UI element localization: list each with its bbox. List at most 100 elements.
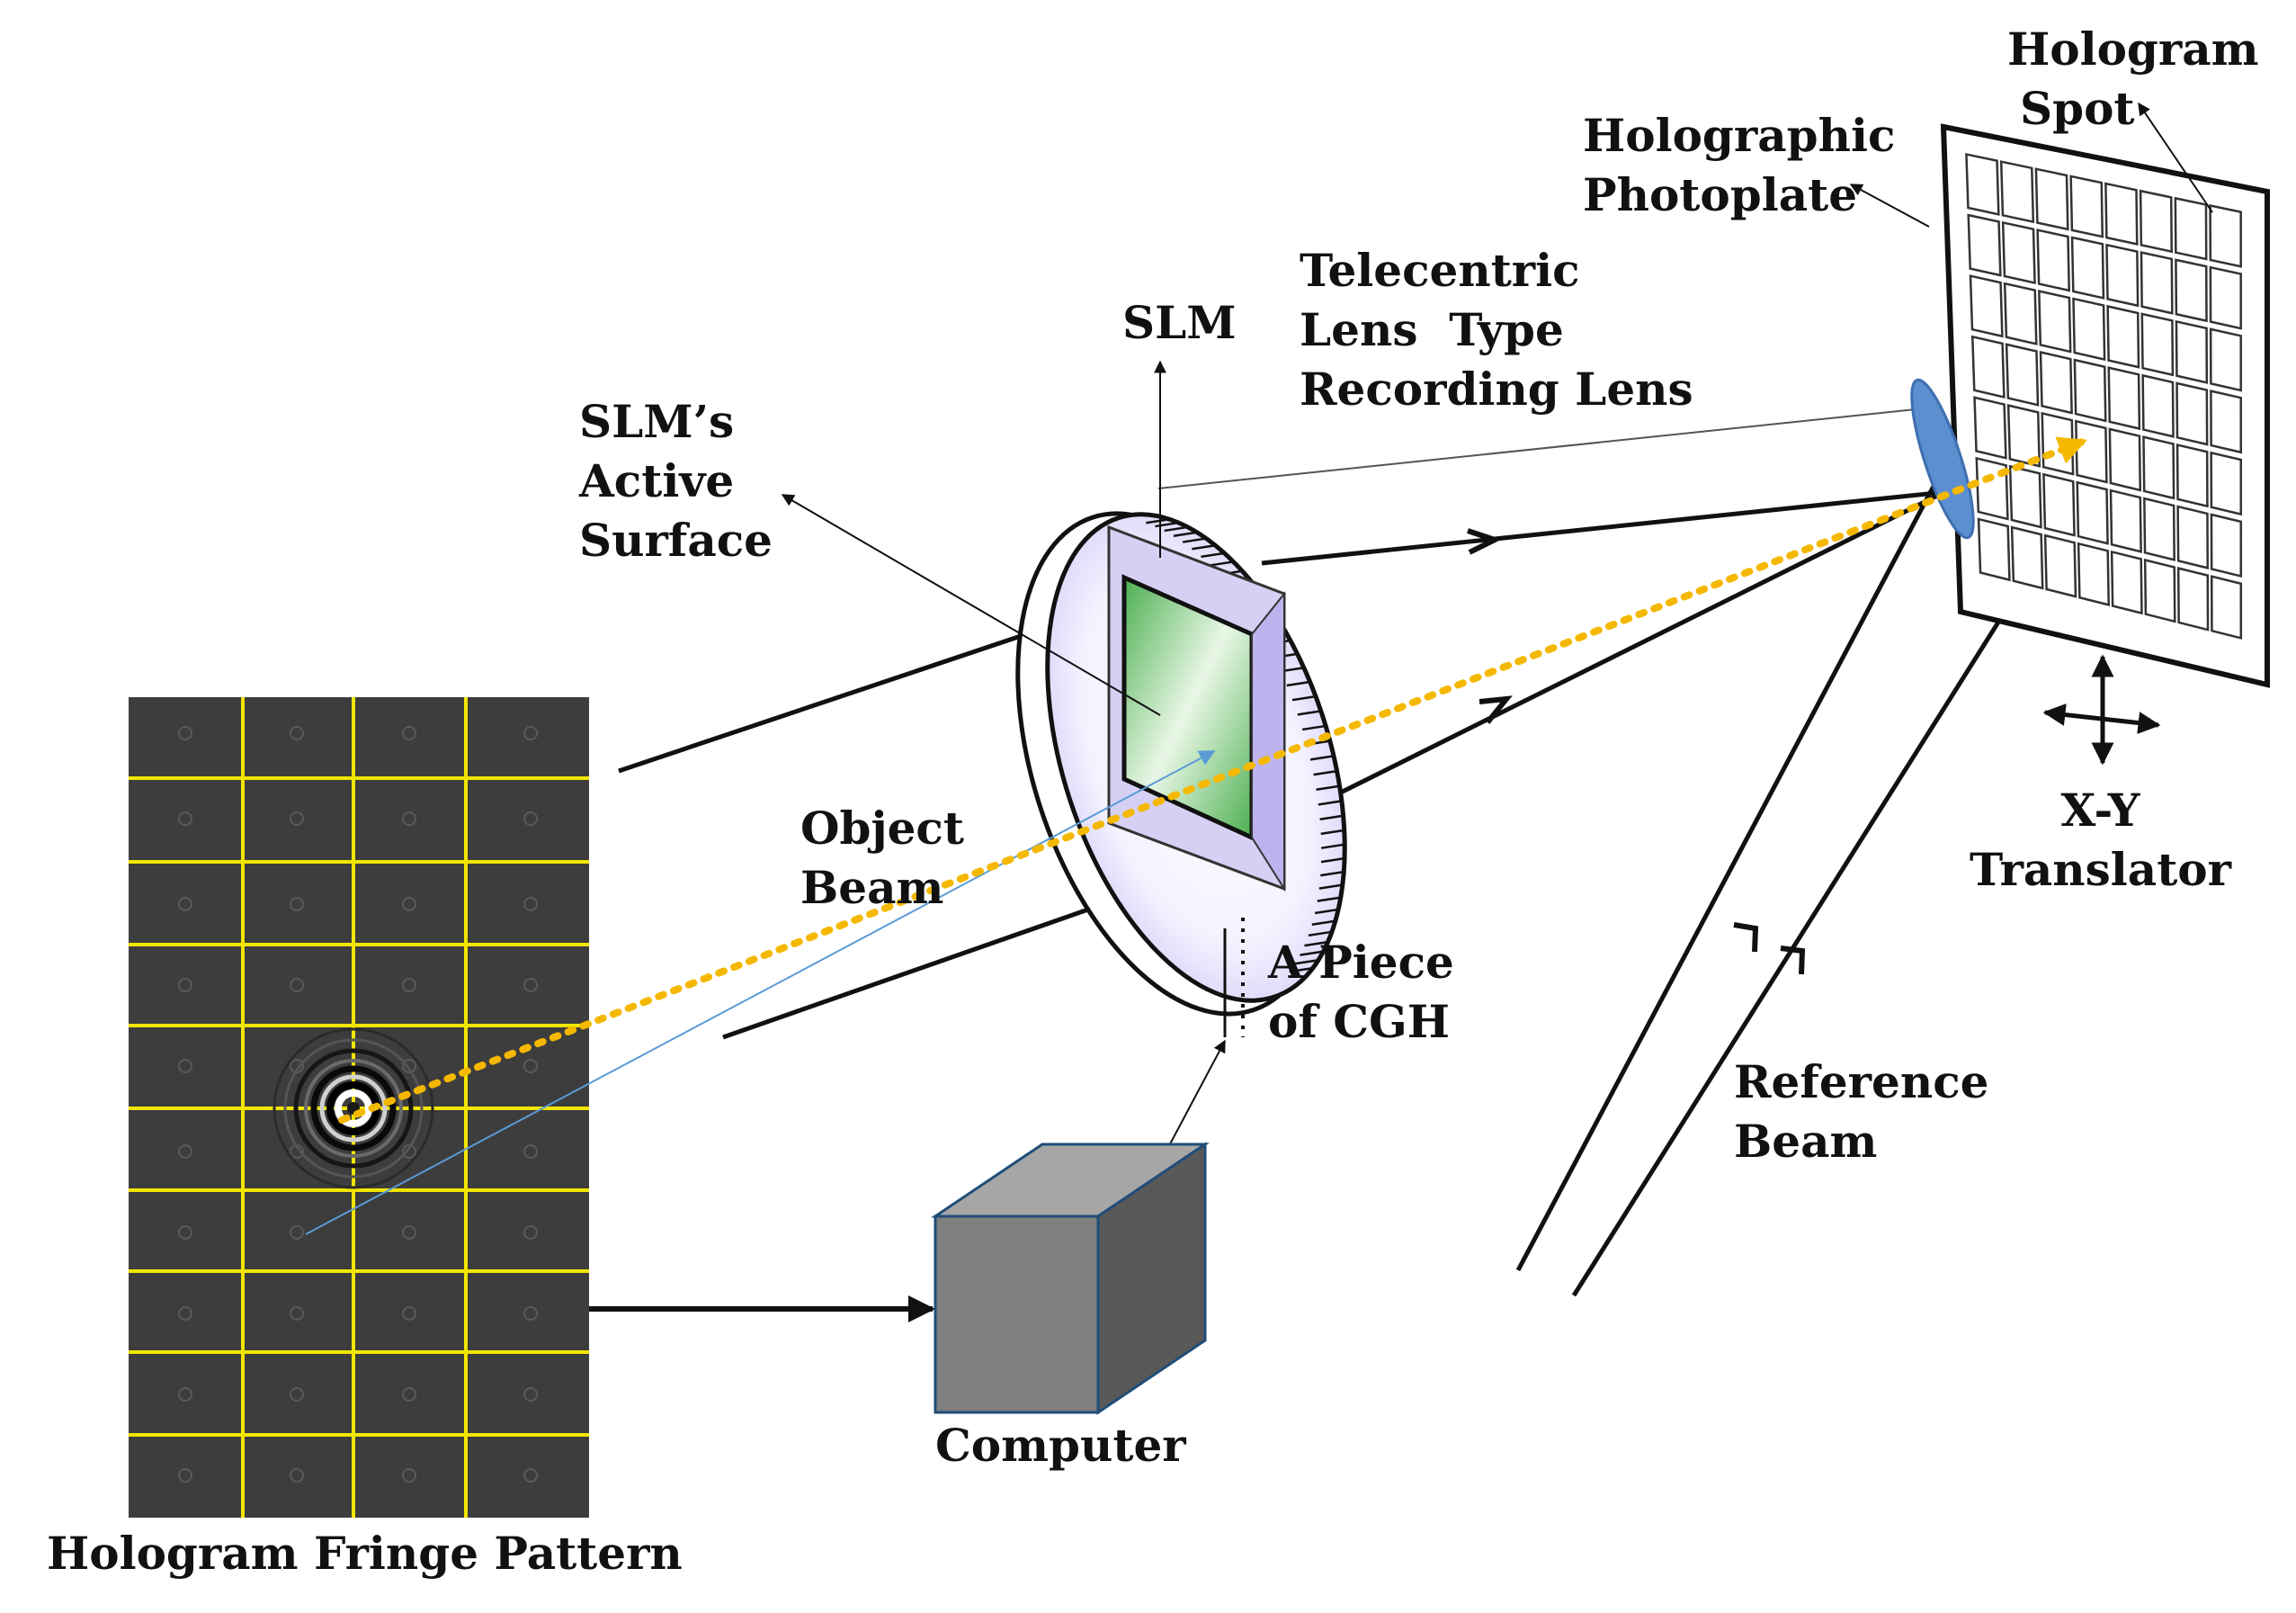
label-line: Reference [1734,1055,1989,1108]
label-slm-active-surface: SLM’s Active Surface [579,392,773,570]
disk-tick [1316,784,1340,792]
disk-tick [1320,856,1345,864]
label-xy-translator: X-Y Translator [1970,781,2231,900]
plate-cell [2105,243,2140,308]
plate-cell [2109,488,2142,553]
disk-tick [1309,755,1335,761]
object-ray [338,436,2088,1124]
plate-cell [2070,236,2105,300]
plate-cell [2010,525,2044,590]
fringe-dot [402,726,416,740]
label-line: Recording Lens [1300,363,1693,416]
disk-tick [1320,829,1345,836]
plate-cell [1969,274,2004,338]
fringe-dot [523,1306,538,1321]
fringe-dot [290,1059,304,1073]
fringe-dot [178,978,192,992]
disk-tick [1319,814,1344,820]
disk-tick [1210,560,1234,567]
plate-cell [2001,220,2036,285]
label-slm: SLM [1122,296,1237,349]
label-line: Active [579,454,735,507]
label-line: Telecentric [1300,244,1580,297]
label-line: X-Y [2060,784,2140,837]
plate-cell [2110,550,2143,615]
plate-cell [2005,343,2040,407]
plate-cell [1967,213,2002,277]
plate-cell [1975,456,2009,521]
label-computer: Computer [935,1419,1186,1472]
thin-ray [305,750,1216,1235]
recording-lens-icon [1910,378,1975,540]
plate-cell [2209,327,2242,392]
plate-cell [2075,419,2108,484]
fringe-dot [523,726,538,740]
fringe-dot [178,1468,192,1483]
disk-tick [1173,531,1198,537]
fringe-dot [402,1144,416,1159]
plate-cell [2039,350,2073,415]
label-fringe-pattern: Hologram Fringe Pattern [47,1527,683,1580]
fringe-dot [402,1225,416,1240]
plate-cell [2175,381,2209,446]
label-recording-lens: Telecentric Lens Type Recording Lens [1300,241,1693,419]
fringe-dot [290,897,304,911]
plate-cell [2175,319,2209,384]
plate-cell [2038,290,2072,354]
plate-cell [2006,404,2041,468]
fringe-dot [523,811,538,826]
plate-cell [2069,175,2104,238]
plate-cell [2106,304,2140,369]
fringe-dot [178,811,192,826]
disk-tick [1300,950,1324,956]
plate-cell [1977,517,2011,582]
disk-tick [1192,544,1216,551]
disk-tick [1294,959,1319,965]
plate-cell [2176,505,2209,569]
slm-disk-icon [1015,511,1347,1017]
disk-tick [1146,517,1170,524]
plate-cell [2073,358,2107,423]
label-reference-beam: Reference Beam [1734,1053,1988,1171]
plate-cell [2041,411,2075,476]
disk-tick [1297,710,1322,716]
fringe-dot [290,811,304,826]
fringe-dot [290,978,304,992]
plate-cell [2143,558,2176,623]
plate-cell [2142,435,2175,500]
fringe-dot [178,1225,192,1240]
plate-cell [1999,160,2035,224]
fringe-grid [129,697,589,1518]
label-line: Beam [1734,1115,1878,1168]
fringe-dot [290,1387,304,1402]
plate-cell [1973,396,2007,460]
fringe-dot [178,726,192,740]
disk-tick [1321,843,1345,849]
fringe-dot [523,1468,538,1483]
label-line: Surface [579,514,773,567]
plate-cell [2176,567,2210,632]
plate-cell [2210,513,2243,578]
plate-cell [2141,373,2175,438]
fringe-dot [402,1387,416,1402]
label-cgh-piece: A Piece of CGH [1268,933,1454,1052]
label-line: SLM’s [579,395,735,448]
disk-tick [1318,883,1344,890]
disk-tick [1320,870,1345,877]
plate-cell [2043,533,2077,598]
disk-tick [1289,966,1314,973]
plate-cell [2210,390,2242,454]
photoplate-grid-icon [1940,123,2270,688]
label-line: Translator [1970,843,2231,896]
hologram-fringe-pattern [129,697,589,1518]
plate-cell [2174,196,2208,261]
label-line: Object [800,802,964,855]
plate-cell [2175,443,2209,508]
plate-cell [2143,497,2175,561]
label-line: Photoplate [1583,168,1858,221]
plate-cell [2140,251,2174,315]
plate-cell [2036,229,2071,292]
fringe-dot [402,897,416,911]
